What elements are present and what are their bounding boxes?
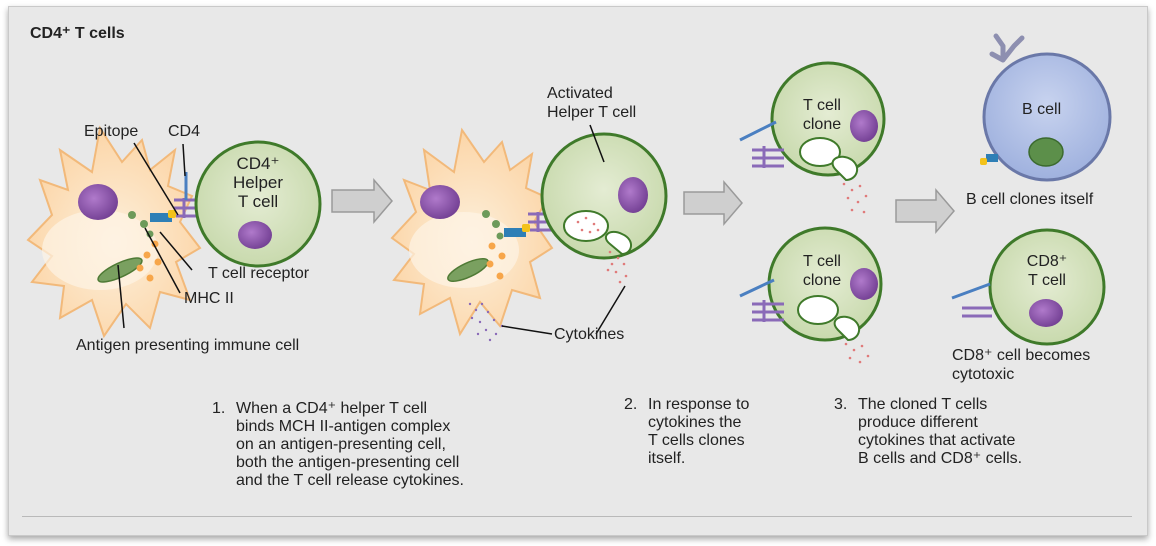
label-epitope: Epitope [84, 123, 139, 140]
label-t-cell-clone-bottom: T cell clone [802, 253, 842, 289]
caption-step-2-text: In response to cytokines the T cells clo… [648, 396, 750, 467]
caption-step-1-number: 1. [212, 400, 226, 417]
arrow-2 [683, 179, 743, 227]
diagram-title: CD4⁺ T cells [30, 25, 125, 42]
activated-helper-t-cell [540, 132, 668, 284]
label-cd8-cytotoxic: CD8⁺ cell becomes cytotoxic [952, 347, 1091, 383]
t-cell-clone-bottom [739, 226, 883, 364]
helper-t-cell-1 [194, 140, 322, 268]
caption-step-3-number: 3. [834, 396, 848, 413]
label-t-cell-receptor: T cell receptor [208, 265, 310, 282]
label-activated-helper: Activated Helper T cell [547, 85, 637, 121]
caption-step-3: 3. The cloned T cells produce different … [834, 396, 1022, 468]
apc-mitochondrion [97, 257, 143, 283]
label-cd8-t-cell: CD8⁺ T cell [1026, 253, 1068, 289]
caption-step-3-text: The cloned T cells produce different cyt… [858, 396, 1023, 467]
caption-step-1: 1. When a CD4⁺ helper T cell binds MCH I… [212, 400, 464, 490]
label-b-cell-clones: B cell clones itself [966, 191, 1094, 208]
cytokine-cloud-apc [468, 302, 504, 342]
label-mhc-ii: MHC II [184, 290, 234, 307]
label-helper-t-cell: CD4⁺ Helper T cell [232, 154, 284, 211]
cd8-t-cell [951, 228, 1106, 346]
b-cell [980, 33, 1112, 182]
arrow-3 [895, 187, 955, 235]
antigen-presenting-cell-1 [26, 125, 202, 339]
bottom-rule [22, 516, 1132, 517]
caption-step-2-number: 2. [624, 396, 638, 413]
arrow-1 [331, 177, 393, 225]
label-cd4: CD4 [168, 123, 201, 140]
label-b-cell: B cell [1022, 101, 1062, 118]
helper-t-nucleus [238, 221, 272, 249]
caption-step-2: 2. In response to cytokines the T cells … [624, 396, 749, 468]
t-cell-clone-top [739, 61, 886, 214]
leader-lines-1 [117, 142, 193, 329]
apc-nucleus [78, 184, 118, 220]
caption-step-1-text: When a CD4⁺ helper T cell binds MCH II-a… [236, 400, 464, 489]
label-antigen-presenting-cell: Antigen presenting immune cell [76, 337, 300, 354]
leader-lines-2 [501, 124, 626, 335]
label-t-cell-clone-top: T cell clone [802, 97, 842, 133]
label-cytokines: Cytokines [554, 326, 625, 343]
receptor-complex-2 [504, 212, 552, 237]
diagram-frame [8, 6, 1148, 536]
antigen-presenting-cell-2 [390, 127, 554, 337]
